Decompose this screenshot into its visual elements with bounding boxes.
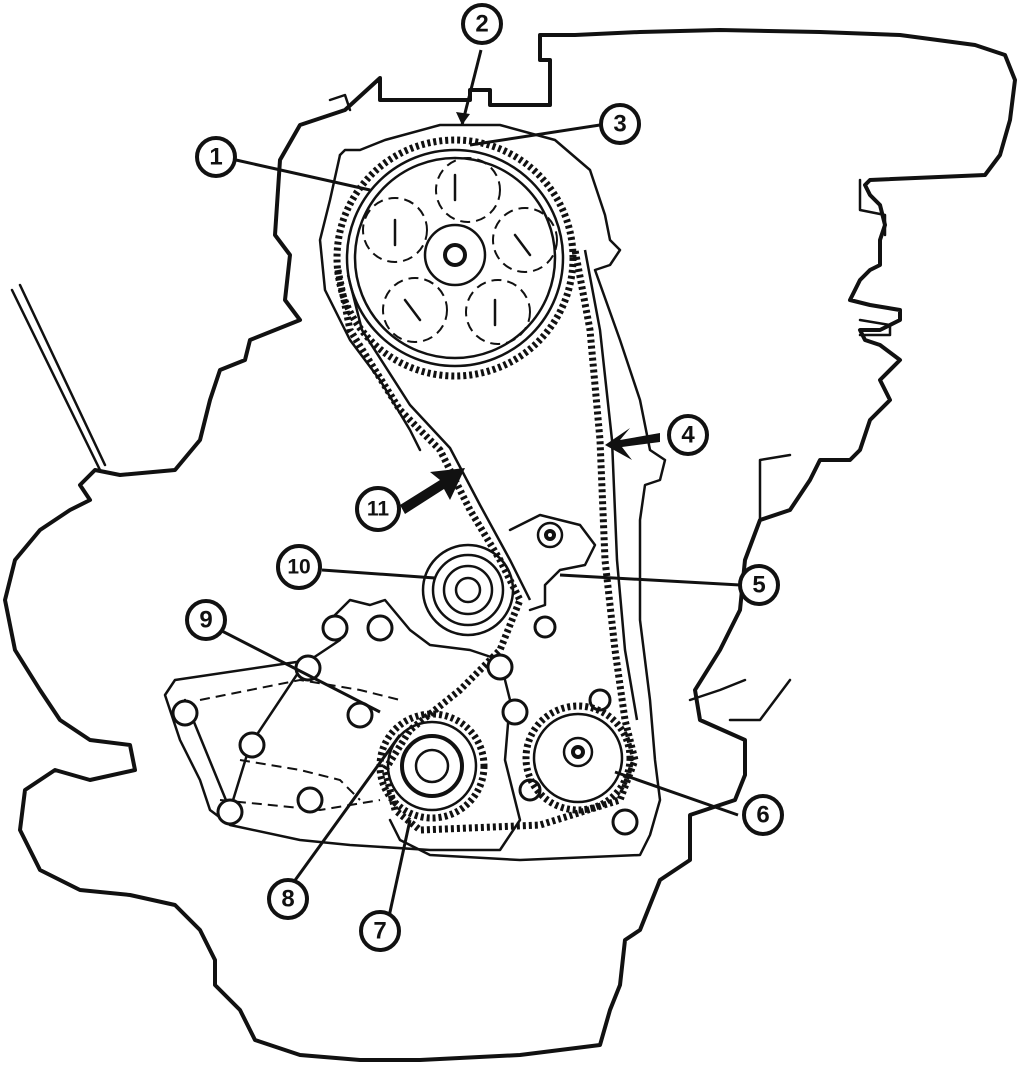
callout-3-label: 3	[613, 111, 626, 138]
callout-10: 10	[276, 544, 322, 590]
callout-11: 11	[355, 486, 401, 532]
engine-outline	[3, 28, 1017, 1062]
callout-8: 8	[267, 878, 309, 920]
callout-5: 5	[738, 564, 780, 606]
timing-belt	[334, 249, 639, 834]
callout-6-label: 6	[756, 802, 769, 829]
pointer-arrows	[400, 112, 660, 514]
callout-4: 4	[667, 414, 709, 456]
callout-2-label: 2	[475, 11, 488, 38]
callout-11-label: 11	[367, 498, 390, 521]
callout-1-label: 1	[209, 144, 222, 171]
callout-5-label: 5	[752, 572, 765, 599]
idler-pulley	[421, 543, 515, 637]
belt-tensioner	[508, 513, 597, 612]
callout-7: 7	[359, 910, 401, 952]
callout-9-label: 9	[199, 607, 212, 634]
callout-8-label: 8	[281, 886, 294, 913]
callout-10-label: 10	[287, 556, 310, 579]
crankshaft-sprocket	[376, 710, 488, 822]
balance-shaft-sprocket	[522, 702, 634, 814]
callout-9: 9	[185, 599, 227, 641]
callout-4-label: 4	[681, 422, 695, 449]
housing-bolts	[171, 614, 639, 836]
callout-2: 2	[461, 3, 503, 45]
callout-6: 6	[742, 794, 784, 836]
leader-lines	[219, 49, 741, 936]
camshaft-sprocket	[333, 136, 577, 380]
callout-1: 1	[195, 136, 237, 178]
belt-cover	[318, 123, 667, 862]
callout-3: 3	[599, 103, 641, 145]
callout-7-label: 7	[373, 918, 386, 945]
